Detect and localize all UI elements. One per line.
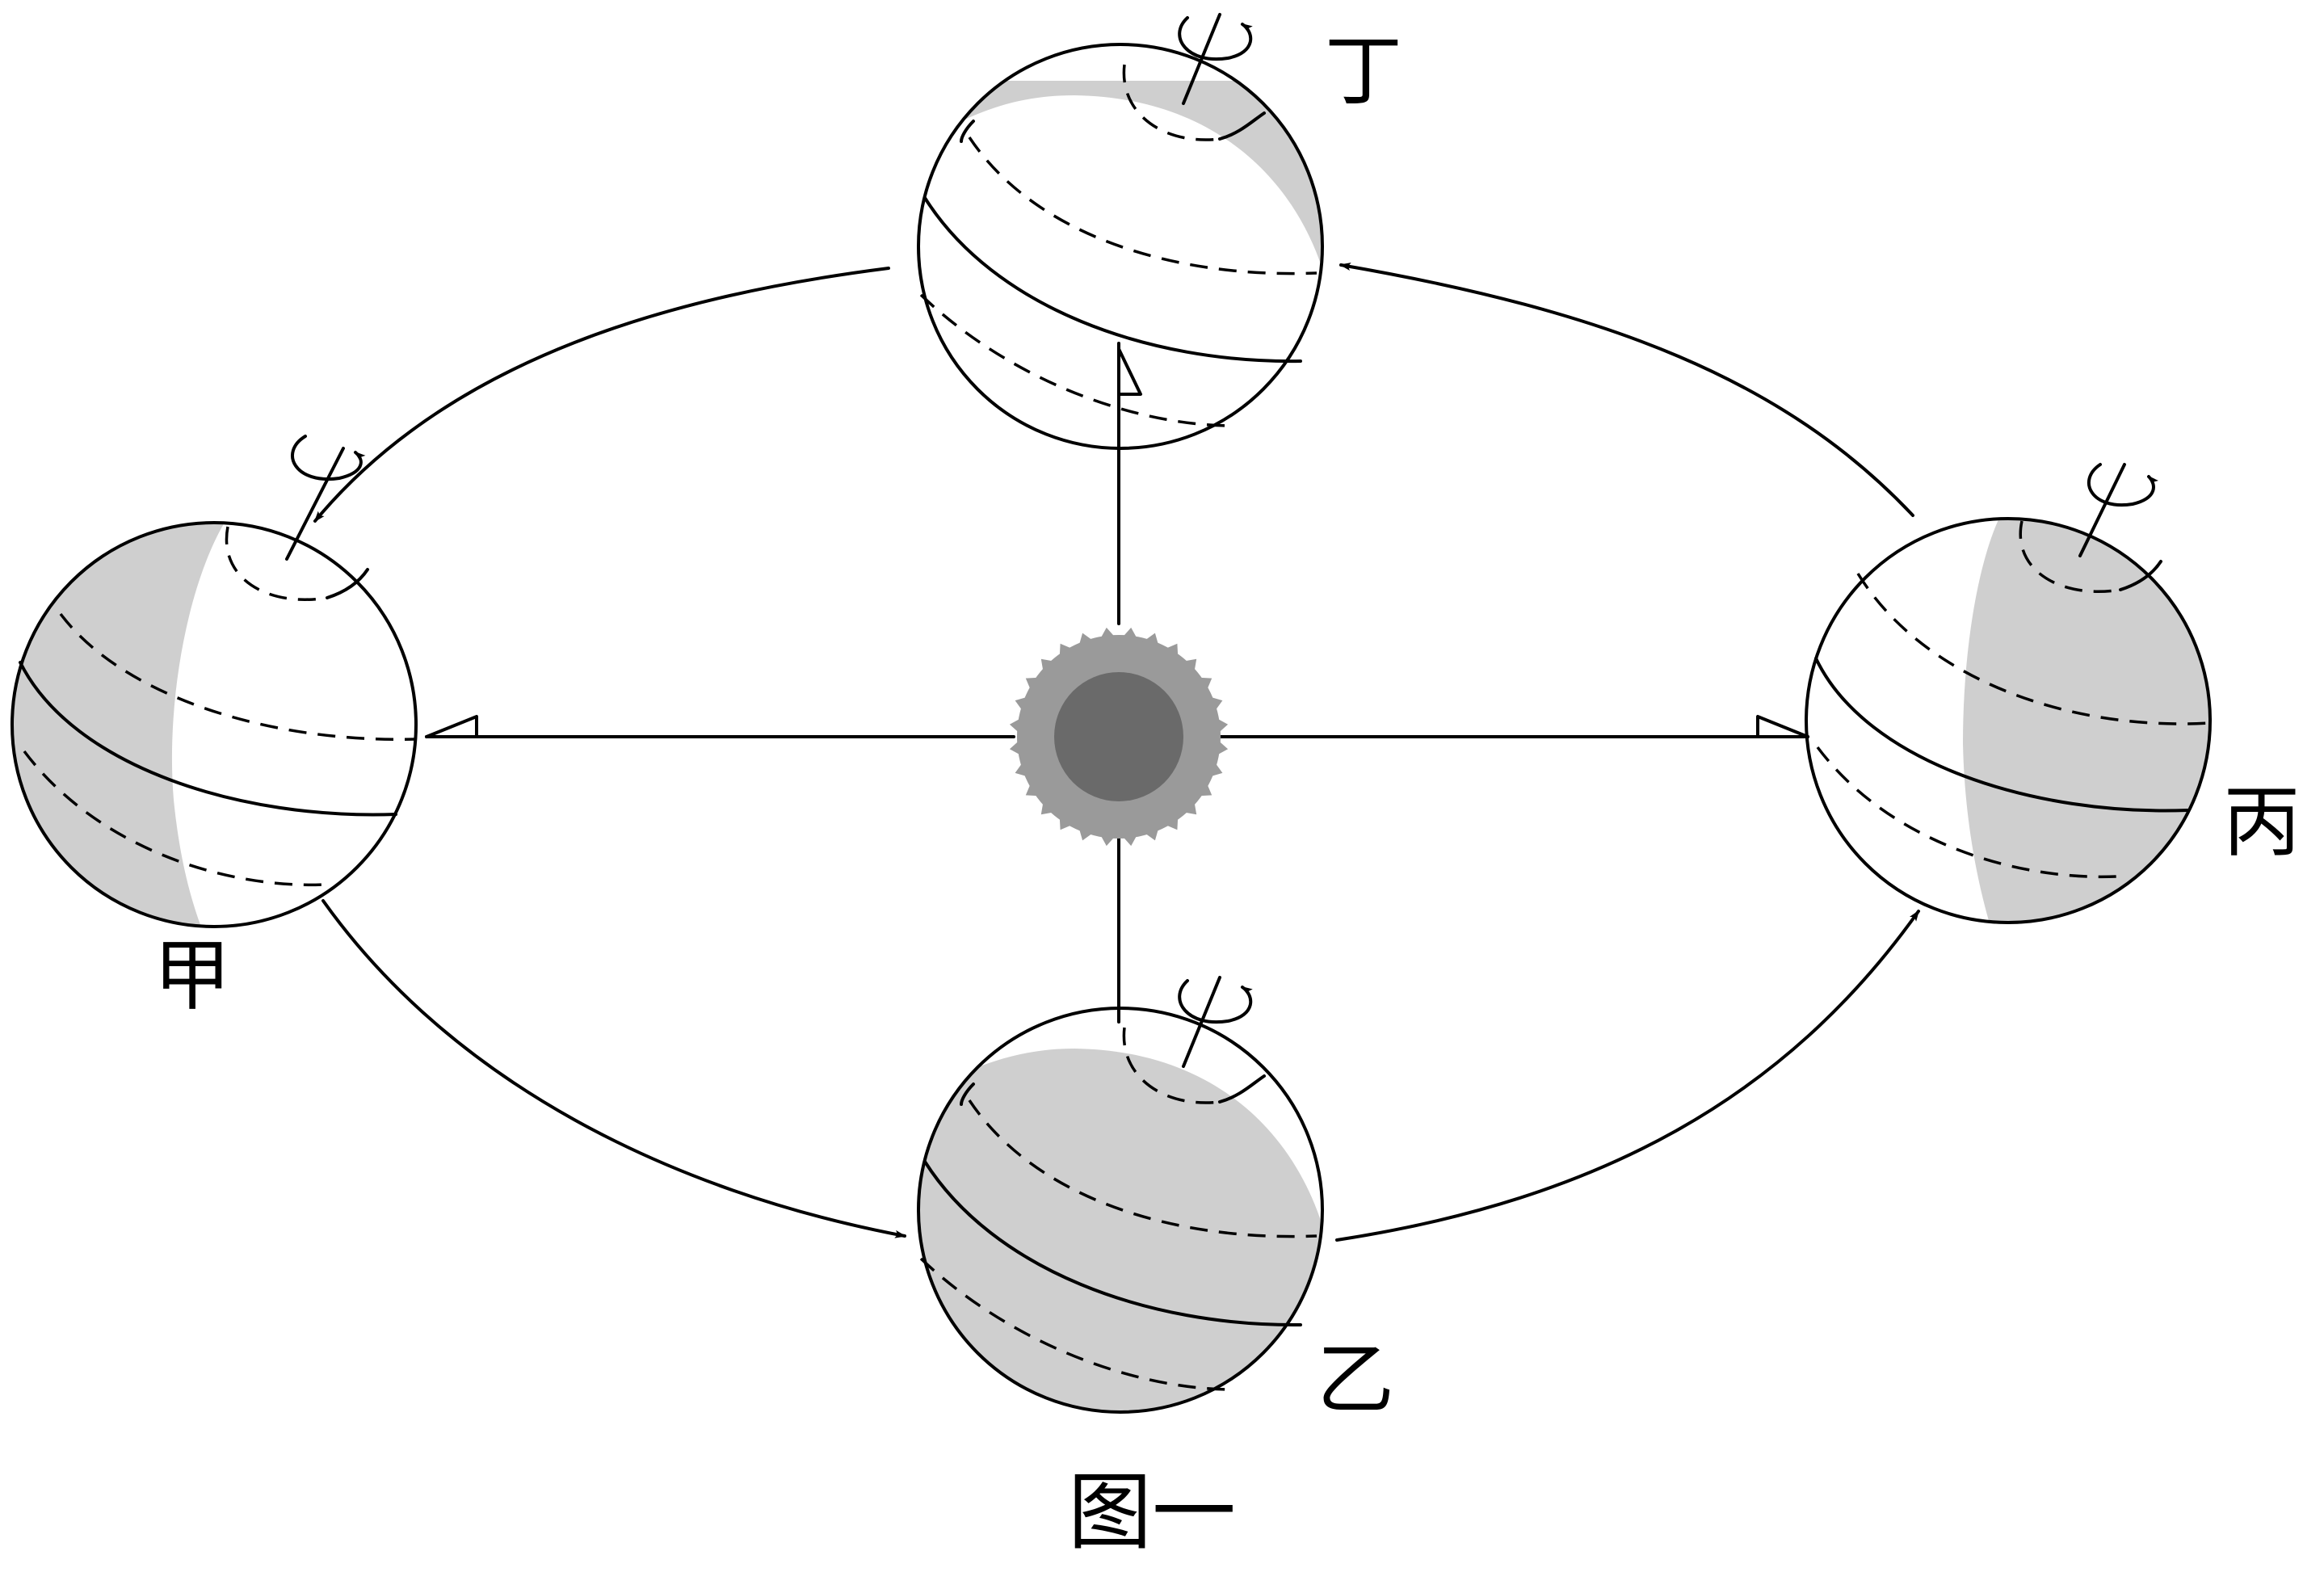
orbit-arc-bing-to-ding: [1339, 263, 1914, 517]
earth-ding: [917, 13, 1324, 450]
label-yi: 乙: [1317, 1335, 1394, 1425]
figure-caption: 图一: [1068, 1463, 1237, 1562]
rotation-arrow-icon: [1178, 979, 1253, 1024]
rotation-arrow-icon: [291, 435, 366, 481]
sun-icon: [1009, 627, 1229, 847]
sun-core: [1054, 672, 1183, 801]
orbit-path: [313, 263, 1920, 1242]
orbit-arc-ding-to-jia: [313, 267, 890, 523]
rotation-arrow-icon: [1178, 16, 1253, 61]
orbit-arc-jia-to-yi: [321, 899, 906, 1238]
label-jia: 甲: [153, 931, 231, 1021]
orbit-arc-yi-to-bing: [1335, 910, 1920, 1242]
sun-earth-lines: [425, 342, 1809, 1024]
earth-yi: [917, 976, 1324, 1414]
earth-jia: [11, 435, 418, 928]
label-ding: 丁: [1325, 26, 1402, 116]
earth-bing: [1805, 463, 2212, 924]
label-bing: 丙: [2223, 777, 2301, 868]
rotation-arrow-icon: [2087, 463, 2159, 507]
